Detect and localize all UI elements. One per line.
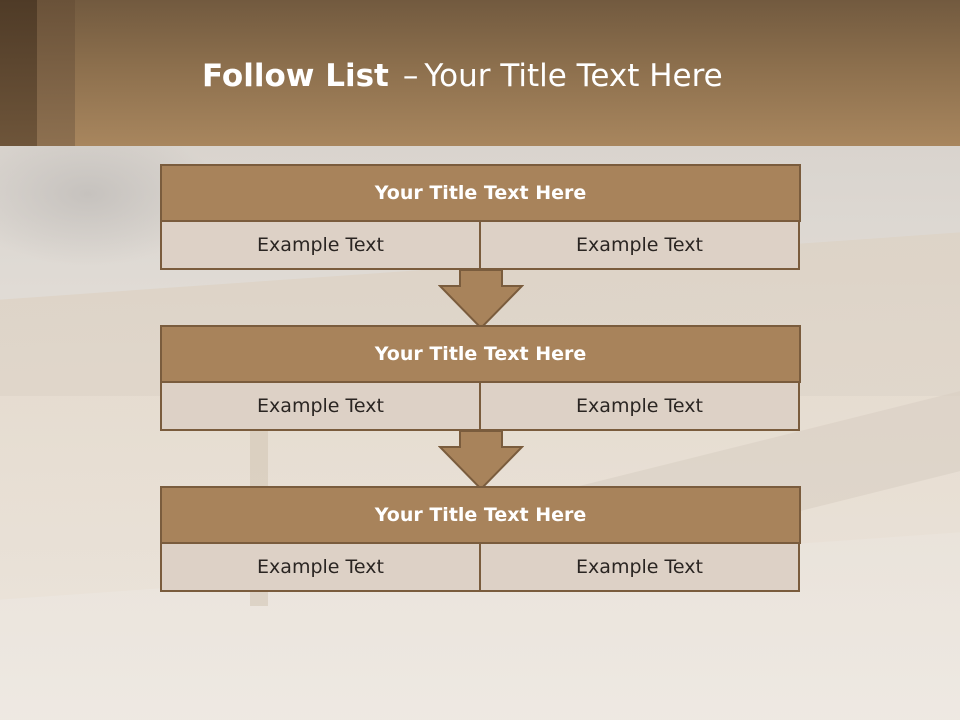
step-block-2: Your Title Text Here Example Text Exampl… xyxy=(160,325,801,431)
step-title: Your Title Text Here xyxy=(160,325,801,383)
slide-title-rest: Your Title Text Here xyxy=(424,58,723,94)
header-band xyxy=(0,0,960,146)
slide-title-bold: Follow List xyxy=(202,58,389,94)
step-cell-left: Example Text xyxy=(160,381,481,431)
step-title: Your Title Text Here xyxy=(160,486,801,544)
slide-title: Follow List–Your Title Text Here xyxy=(202,56,723,100)
step-cell-right: Example Text xyxy=(479,220,800,270)
step-block-1: Your Title Text Here Example Text Exampl… xyxy=(160,164,801,270)
step-title: Your Title Text Here xyxy=(160,164,801,222)
step-cell-left: Example Text xyxy=(160,542,481,592)
slide-title-dash: – xyxy=(402,58,419,94)
step-cell-right: Example Text xyxy=(479,542,800,592)
header-accent-mid xyxy=(37,0,75,146)
down-arrow-icon xyxy=(438,269,524,330)
down-arrow-icon xyxy=(438,430,524,491)
step-cell-left: Example Text xyxy=(160,220,481,270)
step-block-3: Your Title Text Here Example Text Exampl… xyxy=(160,486,801,592)
header-accent-dark xyxy=(0,0,37,146)
step-cell-right: Example Text xyxy=(479,381,800,431)
